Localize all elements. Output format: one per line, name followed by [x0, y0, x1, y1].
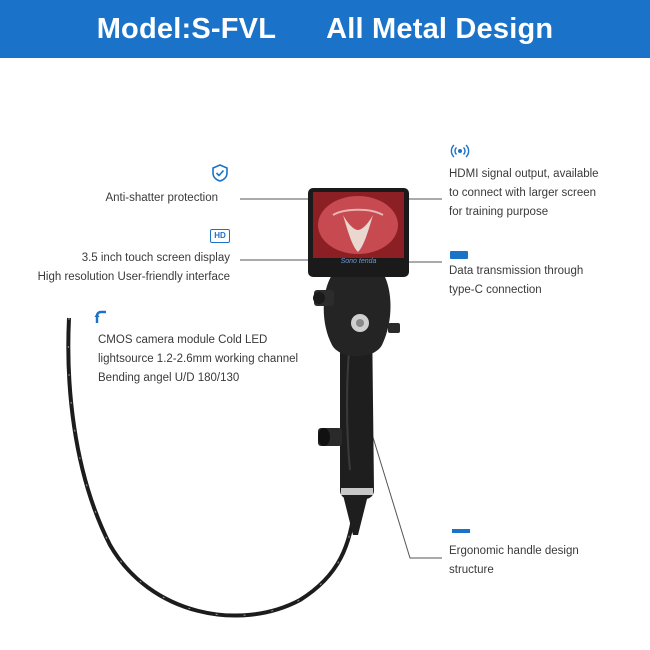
suction-valve-cap: [318, 428, 330, 446]
handle-text: Ergonomic handle design structure: [449, 545, 579, 576]
battery-bar-icon: [450, 251, 468, 259]
hdmi-text: HDMI signal output, available to connect…: [449, 168, 599, 218]
hd-icon: HD: [210, 229, 230, 243]
header-banner: Model:S-FVL All Metal Design: [0, 0, 650, 58]
screen-image-cords: [343, 215, 373, 252]
screen-image-edge: [332, 208, 384, 216]
anti-shatter-text: Anti-shatter protection: [105, 192, 218, 204]
display-text: 3.5 inch touch screen display High resol…: [37, 252, 230, 283]
angle-knob-center: [356, 319, 364, 327]
camera-text: CMOS camera module Cold LED lightsource …: [98, 334, 299, 384]
screen-brand: Sono tenda: [340, 258, 377, 265]
lever-knob: [313, 292, 325, 304]
strain-relief: [343, 495, 368, 535]
model-title: Model:S-FVL: [96, 12, 277, 45]
tagline-title: All Metal Design: [326, 12, 554, 45]
signal-wave-icon: [450, 143, 470, 159]
angle-lock: [388, 323, 400, 333]
bend-arrow-icon: [93, 308, 109, 324]
leader-line-handle: [359, 394, 442, 559]
handle-metal-ring: [341, 488, 373, 495]
dash-icon: [452, 529, 470, 533]
insertion-cable: [66, 317, 357, 618]
shield-check-icon: [210, 163, 230, 183]
hd-badge-text: HD: [214, 231, 226, 240]
typec-text: Data transmission through type-C connect…: [449, 265, 584, 296]
screen-image-tissue: [318, 196, 398, 254]
